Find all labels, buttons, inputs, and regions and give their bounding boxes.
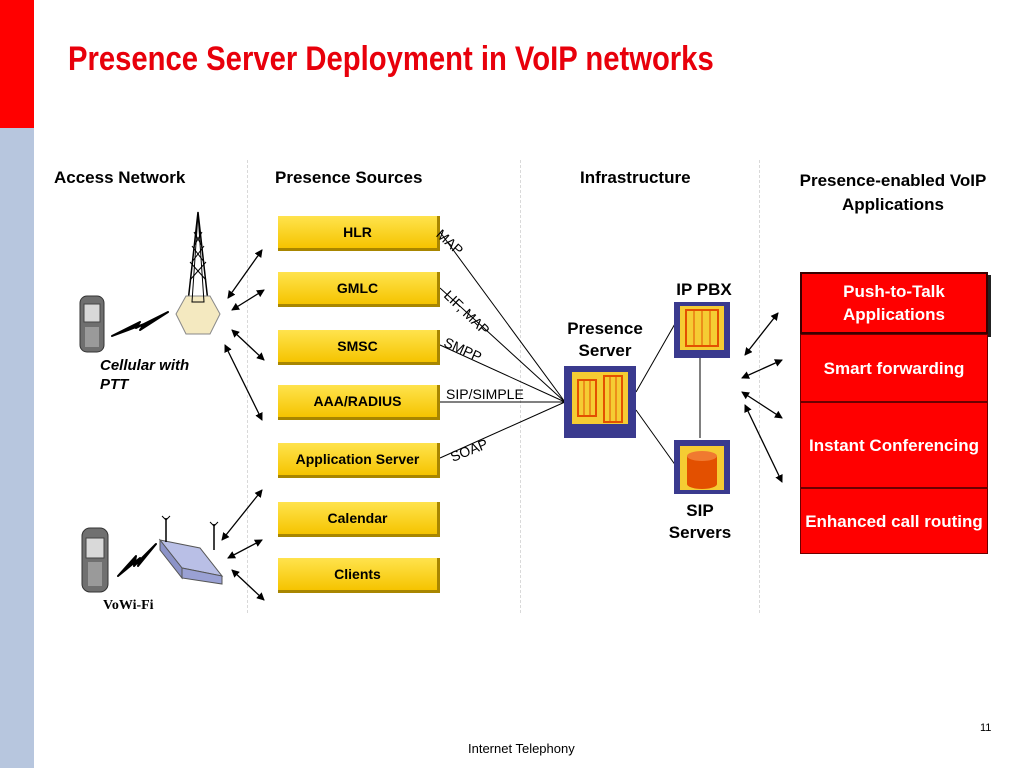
cell-tower-icon xyxy=(175,211,221,335)
column-header-apps: Presence-enabled VoIP Applications xyxy=(799,171,987,214)
source-smsc: SMSC xyxy=(278,330,440,365)
page-number: 11 xyxy=(980,722,992,734)
app-push-to-talk: Push-to-Talk Applications xyxy=(800,272,988,334)
sip-server-database-icon xyxy=(674,440,730,494)
app-arrows xyxy=(741,312,783,483)
app-instant-conferencing: Instant Conferencing xyxy=(800,402,988,488)
column-divider xyxy=(520,160,521,613)
sip-servers-label: SIP Servers xyxy=(668,501,732,542)
column-header-access: Access Network xyxy=(54,168,186,187)
presence-server-icon xyxy=(564,366,636,438)
wifi-phone-icon xyxy=(81,527,109,593)
presence-server-label: Presence Server xyxy=(567,319,643,360)
protocol-label-sip-simple: SIP/SIMPLE xyxy=(446,386,524,402)
sidebar-blue-bar xyxy=(0,128,34,768)
wireless-bolt-icon xyxy=(111,311,169,337)
source-aaa-radius: AAA/RADIUS xyxy=(278,385,440,420)
ip-pbx-label: IP PBX xyxy=(676,280,732,299)
column-header-sources: Presence Sources xyxy=(275,168,423,187)
source-gmlc: GMLC xyxy=(278,272,440,307)
source-clients: Clients xyxy=(278,558,440,593)
source-to-server-lines xyxy=(439,231,701,467)
app-smart-forwarding: Smart forwarding xyxy=(800,334,988,402)
column-divider xyxy=(759,160,760,613)
source-calendar: Calendar xyxy=(278,502,440,537)
vowifi-caption: VoWi-Fi xyxy=(103,598,154,613)
access-point-icon xyxy=(158,515,224,585)
access-arrows xyxy=(221,249,265,601)
cellular-caption: Cellular with PTT xyxy=(100,357,190,393)
ip-pbx-icon xyxy=(674,302,730,358)
footer-text: Internet Telephony xyxy=(468,741,575,756)
cellular-phone-icon xyxy=(79,295,105,353)
wireless-bolt-icon xyxy=(117,543,157,577)
app-enhanced-call-routing: Enhanced call routing xyxy=(800,488,988,554)
column-header-infrastructure: Infrastructure xyxy=(580,168,691,187)
sidebar-red-bar xyxy=(0,0,34,128)
page-title: Presence Server Deployment in VoIP netwo… xyxy=(68,40,714,78)
source-application-server: Application Server xyxy=(278,443,440,478)
source-hlr: HLR xyxy=(278,216,440,251)
